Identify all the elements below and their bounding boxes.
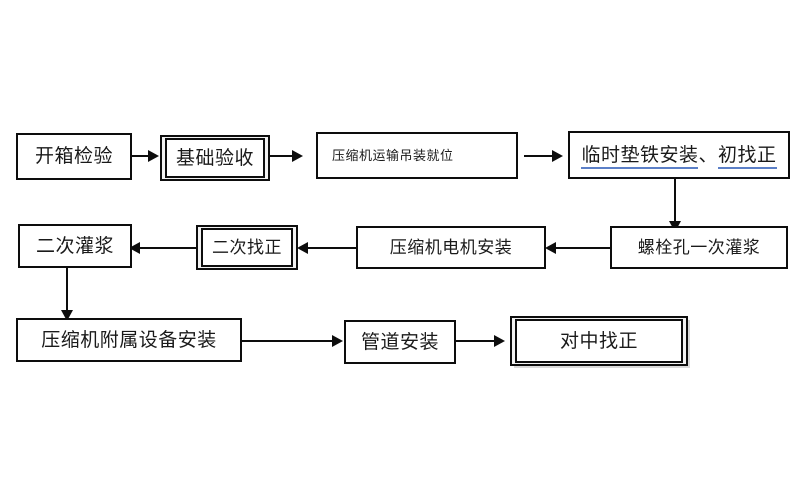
connector-n9-n10	[242, 340, 332, 342]
flow-node-foundation-acceptance[interactable]: 基础验收	[160, 135, 270, 181]
connector-n7-n8	[140, 247, 196, 249]
connector-n5-n6	[556, 247, 610, 249]
connector-n8-n9	[66, 268, 68, 310]
flow-node-unpacking-inspection[interactable]: 开箱检验	[16, 133, 132, 180]
flow-node-inner-frame: 对中找正	[515, 319, 683, 363]
arrowhead-n9-n10	[332, 335, 343, 347]
flow-node-label: 对中找正	[559, 330, 638, 352]
flow-node-secondary-alignment[interactable]: 二次找正	[196, 225, 298, 270]
connector-n10-n11	[456, 340, 494, 342]
arrowhead-n10-n11	[494, 335, 505, 347]
flow-node-label: 压缩机附属设备安装	[41, 329, 217, 351]
flow-node-label: 二次找正	[212, 238, 282, 257]
flow-node-label-separator: 、	[698, 144, 718, 166]
connector-n6-n7	[308, 247, 356, 249]
flow-node-label-group: 临时垫铁安装、初找正	[581, 144, 777, 169]
connector-n1-n2	[132, 155, 148, 157]
flow-node-label: 压缩机运输吊装就位	[332, 148, 454, 163]
arrowhead-n7-n8	[129, 242, 140, 254]
arrowhead-n1-n2	[148, 150, 159, 162]
arrowhead-n2-n3	[292, 150, 303, 162]
flow-node-label: 开箱检验	[34, 146, 113, 167]
flow-node-label-part-1: 临时垫铁安装	[581, 144, 699, 169]
flow-node-compressor-transport-lifting[interactable]: 压缩机运输吊装就位	[316, 132, 518, 179]
connector-n4-n5	[674, 179, 676, 221]
flow-node-label: 压缩机电机安装	[389, 238, 513, 257]
arrowhead-n3-n4	[552, 150, 563, 162]
arrowhead-n6-n7	[297, 242, 308, 254]
flow-node-label: 基础验收	[175, 147, 254, 169]
flow-node-inner-frame: 二次找正	[201, 228, 293, 267]
arrowhead-n5-n6	[545, 242, 556, 254]
flow-node-pipeline-install[interactable]: 管道安装	[344, 320, 456, 364]
flow-node-label: 管道安装	[360, 331, 439, 353]
flow-node-temporary-shim-install-initial-alignment[interactable]: 临时垫铁安装、初找正	[568, 131, 790, 179]
flow-node-secondary-grouting[interactable]: 二次灌浆	[18, 224, 132, 268]
flow-node-compressor-auxiliary-equipment-install[interactable]: 压缩机附属设备安装	[16, 318, 242, 362]
flow-node-label: 二次灌浆	[35, 235, 114, 257]
arrowhead-n8-n9	[61, 310, 73, 321]
connector-n2-n3	[270, 155, 292, 157]
flow-node-compressor-motor-install[interactable]: 压缩机电机安装	[356, 226, 546, 269]
flow-node-centering-alignment[interactable]: 对中找正	[510, 316, 688, 366]
flow-node-label-part-2: 初找正	[718, 144, 777, 169]
flow-node-inner-frame: 基础验收	[165, 138, 265, 178]
flow-node-bolt-hole-first-grouting[interactable]: 螺栓孔一次灌浆	[610, 226, 788, 269]
flow-node-label: 螺栓孔一次灌浆	[637, 238, 761, 257]
connector-n3-n4	[524, 155, 552, 157]
